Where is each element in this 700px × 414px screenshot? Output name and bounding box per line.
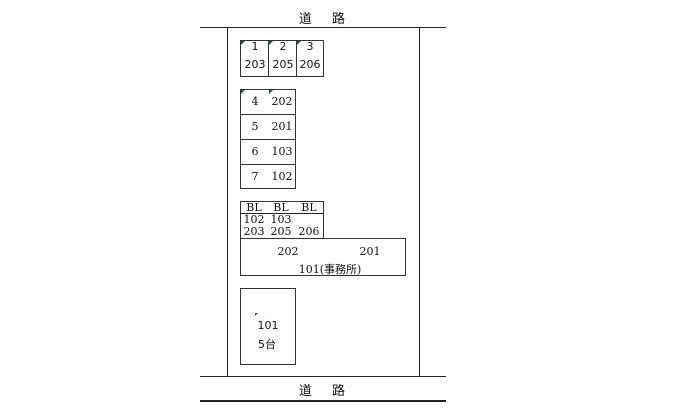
building [240,238,406,276]
lot-capacity: 5台 [258,338,276,351]
building-room: 202 [277,245,299,258]
marker-icon [241,41,245,45]
road-edge-top [200,27,446,28]
bl-cell: 102 [243,213,265,226]
marker-icon [269,41,273,45]
bl-cell: 203 [243,225,265,238]
space-number: 4 [251,95,259,108]
room-number: 103 [271,145,293,158]
road-edge-bottom [200,376,446,377]
space-number: 3 [306,40,314,53]
space-number: 7 [251,170,259,183]
room-number: 206 [299,58,321,71]
road-label-bottom: 道 路 [298,384,354,399]
building-room: 201 [359,245,381,258]
building-office: 101(事務所) [298,263,362,276]
lot-room: 101 [257,319,279,332]
road-edge-bottom-outer [200,400,446,402]
road-label-top: 道 路 [298,12,354,27]
bl-cell: 206 [298,225,320,238]
bl-header: BL [273,201,289,214]
marker-icon [269,90,273,94]
room-number: 102 [271,170,293,183]
space-number: 6 [251,145,259,158]
lot-boundary-left [227,27,228,377]
room-number: 205 [272,58,294,71]
marker-icon [255,313,258,316]
room-number: 203 [244,58,266,71]
room-number: 202 [271,95,293,108]
bl-header: BL [301,201,317,214]
lot-boundary-right [419,27,420,377]
bl-header: BL [246,201,262,214]
space-number: 1 [251,40,259,53]
space-number: 5 [251,120,259,133]
marker-icon [241,90,245,94]
room-number: 201 [271,120,293,133]
bl-cell: 103 [270,213,292,226]
parking-lot-101 [240,288,296,365]
space-number: 2 [279,40,287,53]
parking-space-3 [296,40,324,77]
bl-cell: 205 [270,225,292,238]
divider [240,213,324,214]
parking-space-7 [240,164,296,189]
marker-icon [297,41,301,45]
